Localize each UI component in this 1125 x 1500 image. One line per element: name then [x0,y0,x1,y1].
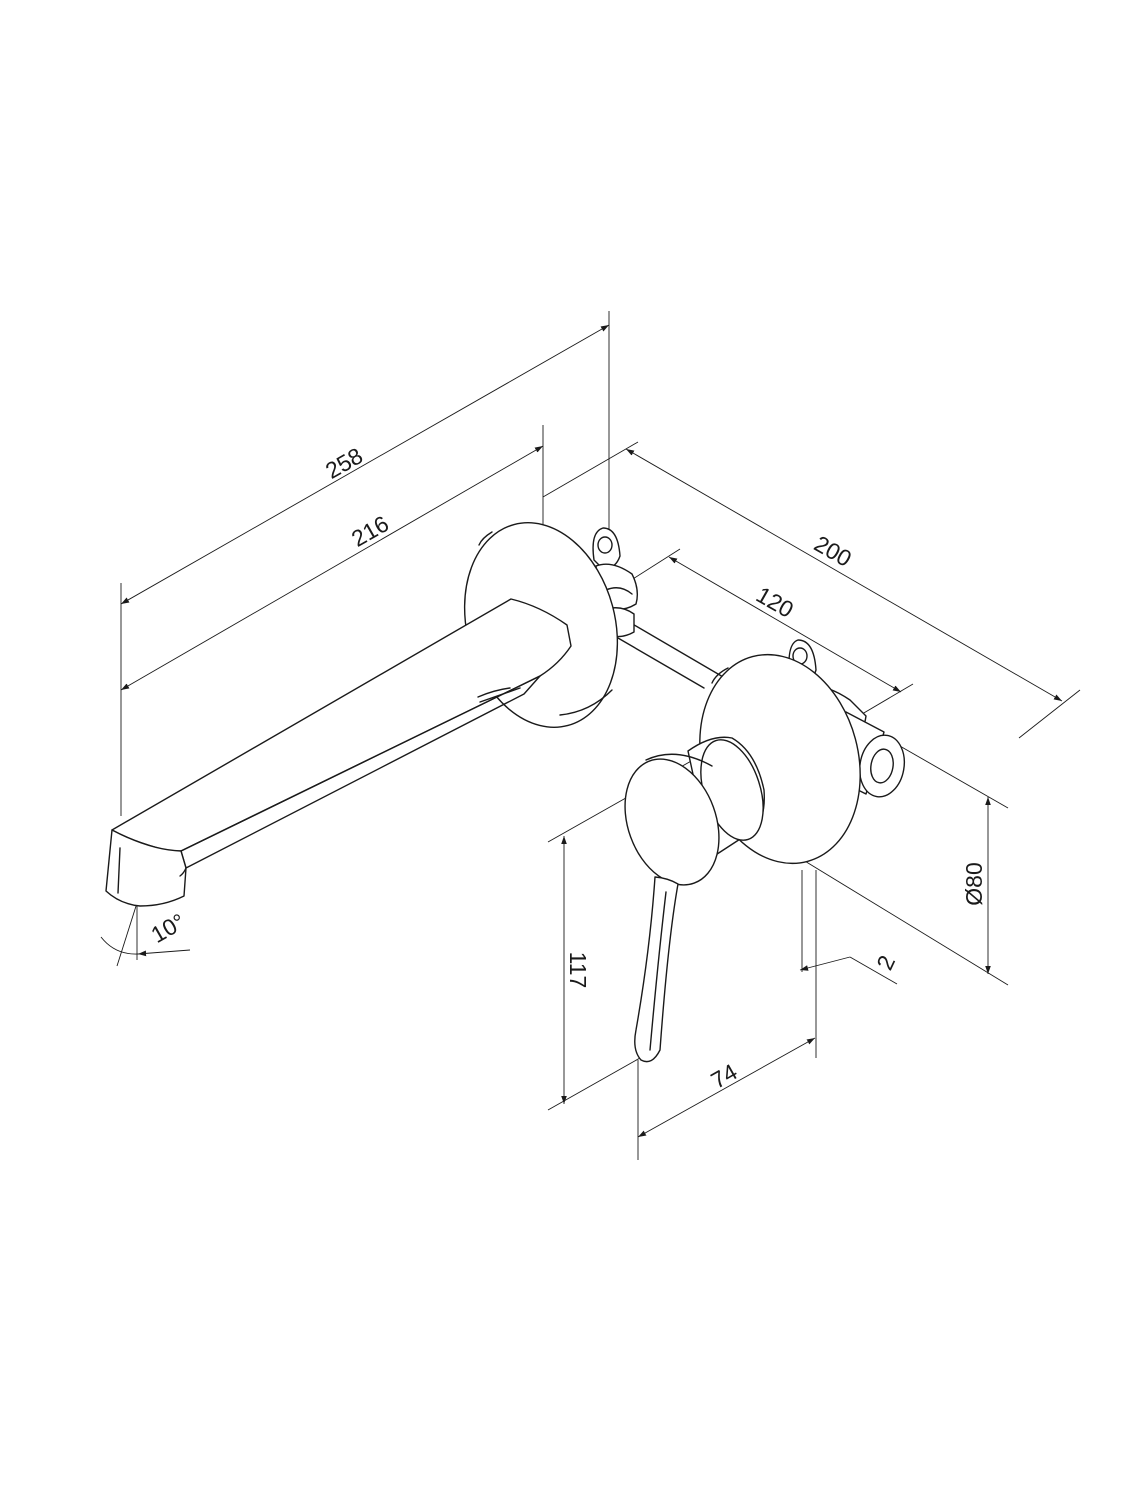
lever-cap [624,758,720,886]
lever-handle [624,753,720,1063]
spout-tip-edge [179,867,187,877]
angle-arc [100,936,139,955]
angle-leader [137,949,191,957]
dimension-label-angle: 10° [146,908,189,948]
leader-line [849,956,898,985]
spout-plate-edge [559,689,613,716]
dimension-line [637,1037,816,1138]
extension-line [542,441,639,498]
bracket-lug-hole [597,536,613,554]
spout-top-face [111,598,572,852]
spout [105,598,572,907]
outlet-hole [870,748,894,784]
pipe-bottom-edge [617,637,705,689]
spout-tip-edge [117,847,121,894]
dimension-2: 2 [799,870,900,1058]
dimension-line [625,448,1063,702]
dimension-117: 117 [547,759,694,1111]
dimension-angle-10: 10° [100,902,191,967]
lever-arm [634,876,679,1063]
dimension-label-200: 200 [810,530,856,572]
spout-tip [105,829,187,907]
dimension-label-216: 216 [347,510,393,552]
extension-line [547,1057,641,1111]
spout-underside-line [479,687,521,703]
dimension-line [799,956,851,971]
lever-arm-edge [649,891,667,1051]
dimension-label-2: 2 [871,951,900,974]
dimension-line [668,556,902,693]
dimension-label-117: 117 [565,952,591,989]
bracket-detail [605,587,633,595]
dimension-line [120,445,544,691]
extension-line [789,851,1009,986]
dimension-label-74: 74 [706,1058,741,1093]
extension-line [1018,689,1081,739]
angle-reference-line [116,902,138,967]
spout-plate-rim [478,531,493,546]
mixer-plate-rim [711,667,729,684]
dimension-label-120: 120 [752,581,798,623]
lever-cap-highlight [645,753,713,767]
spout-underside-line [477,687,511,698]
dimension-label-diameter: Ø80 [961,862,987,905]
dimension-74: 74 [637,1037,816,1160]
extension-line [856,683,914,718]
dimension-label-258: 258 [321,442,367,484]
